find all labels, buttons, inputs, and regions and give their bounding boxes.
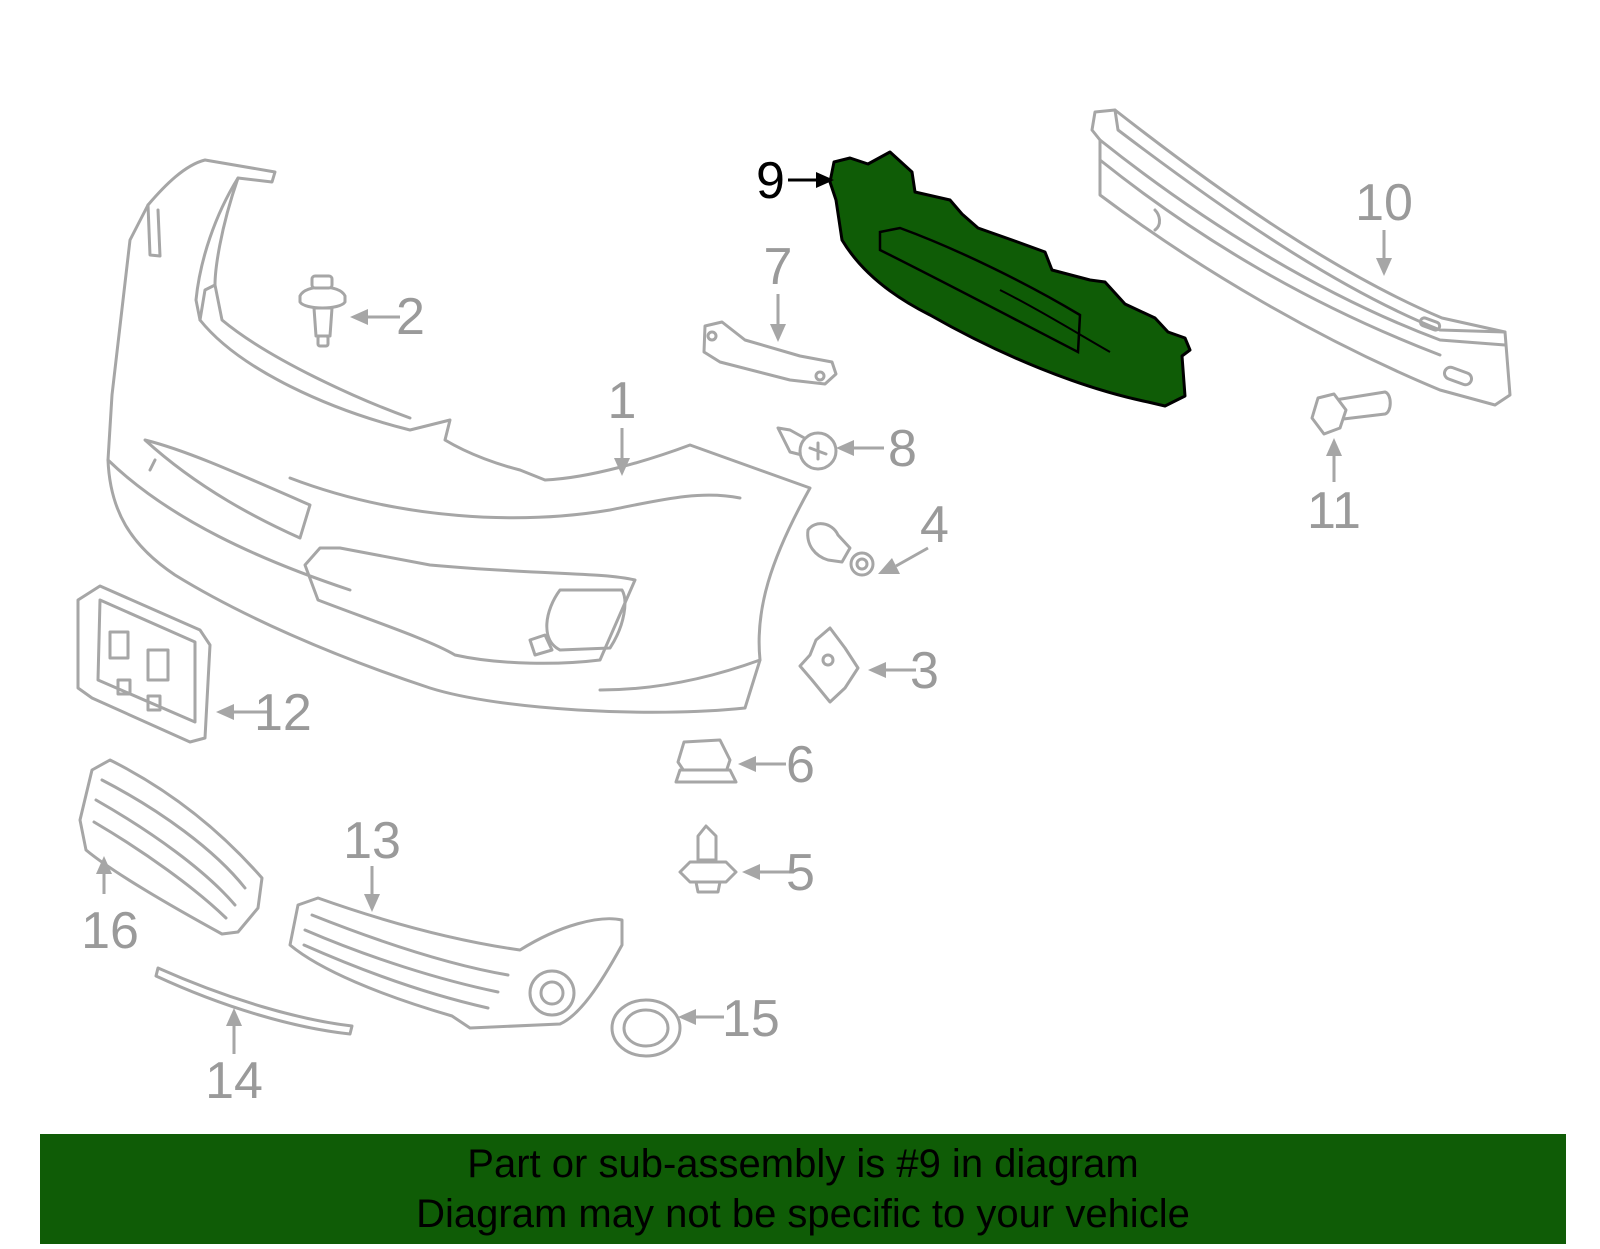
part-10-reinforcement[interactable] — [1090, 108, 1512, 407]
callout-7: 7 — [764, 238, 793, 296]
callout-10: 10 — [1355, 174, 1413, 232]
part-13-lower-grille[interactable] — [288, 896, 624, 1030]
part-5-screw[interactable] — [678, 824, 738, 894]
part-15-bezel-ring[interactable] — [610, 998, 682, 1058]
callout-15: 15 — [722, 990, 780, 1048]
banner-line-2: Diagram may not be specific to your vehi… — [416, 1192, 1190, 1236]
part-3-bracket[interactable] — [798, 626, 860, 704]
banner-line-1: Part or sub-assembly is #9 in diagram — [467, 1142, 1139, 1186]
callout-arrows — [96, 172, 1392, 1054]
callout-11: 11 — [1307, 482, 1361, 540]
callout-6: 6 — [786, 736, 815, 794]
info-banner: Part or sub-assembly is #9 in diagram Di… — [40, 1134, 1566, 1244]
callout-3: 3 — [910, 642, 939, 700]
callout-13: 13 — [343, 812, 401, 870]
parts-diagram: 1 2 3 4 5 6 7 8 9 10 11 12 13 14 15 16 — [76, 108, 1512, 1110]
callout-4: 4 — [920, 496, 949, 554]
part-6-clip[interactable] — [674, 738, 738, 784]
callout-8: 8 — [888, 420, 917, 478]
part-11-bolt[interactable] — [1310, 390, 1392, 436]
callout-1: 1 — [608, 372, 637, 430]
callout-2: 2 — [396, 288, 425, 346]
callout-16: 16 — [81, 902, 139, 960]
callout-14: 14 — [205, 1052, 263, 1110]
callout-12: 12 — [254, 684, 312, 742]
part-7-side-bracket[interactable] — [702, 320, 838, 386]
part-9-energy-absorber[interactable] — [828, 150, 1192, 408]
callout-5: 5 — [786, 844, 815, 902]
part-8-bolt[interactable] — [776, 426, 838, 471]
part-4-clip[interactable] — [806, 522, 875, 577]
part-14-molding[interactable] — [154, 966, 354, 1036]
callout-9: 9 — [756, 152, 785, 210]
part-12-license-bracket[interactable] — [76, 584, 212, 744]
part-2-retainer[interactable] — [298, 274, 347, 348]
part-1-bumper-cover[interactable] — [106, 158, 812, 714]
